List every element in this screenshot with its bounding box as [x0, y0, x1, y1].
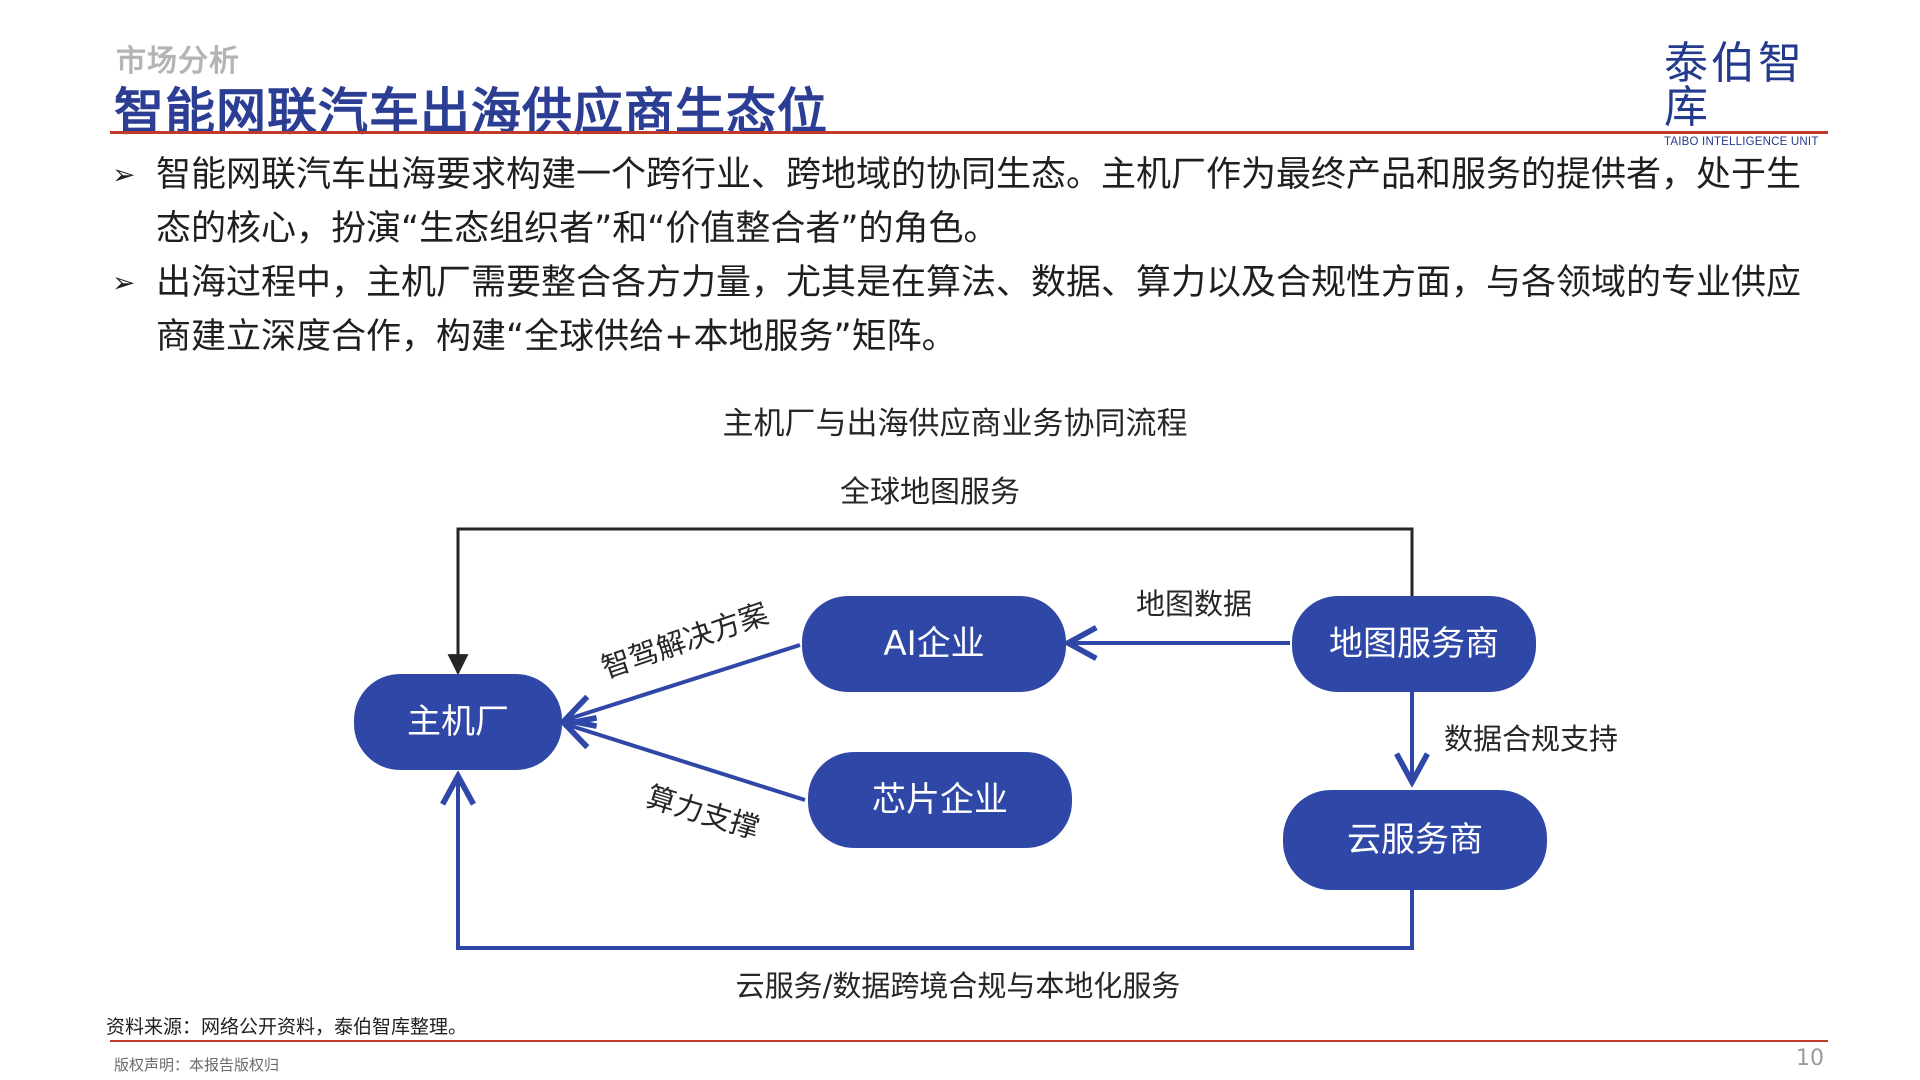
edge-label-data-compliance: 数据合规支持 — [1444, 722, 1618, 756]
edge-label-global-map: 全球地图服务 — [840, 475, 1020, 510]
bullet-item: ➢ 智能网联汽车出海要求构建一个跨行业、跨地域的协同生态。主机厂作为最终产品和服… — [110, 148, 1810, 256]
page-number: 10 — [1796, 1046, 1824, 1071]
node-cloud-provider: 云服务商 — [1283, 790, 1547, 890]
edge-ai-solution — [565, 643, 801, 720]
node-oem: 主机厂 — [354, 674, 562, 770]
node-map-provider: 地图服务商 — [1292, 596, 1536, 692]
node-label-chip: 芯片企业 — [872, 780, 1008, 820]
edge-label-ai-solution: 智驾解决方案 — [597, 596, 773, 685]
edge-compute — [565, 724, 806, 802]
node-label-map-provider: 地图服务商 — [1329, 624, 1499, 664]
node-label-cloud-provider: 云服务商 — [1347, 820, 1483, 860]
arrow-bullet-icon: ➢ — [112, 158, 136, 191]
logo: 泰伯智库 TAIBO INTELLIGENCE UNIT — [1664, 38, 1829, 149]
edge-global-map — [447, 527, 1414, 676]
node-ai: AI企业 — [802, 596, 1066, 692]
node-label-oem: 主机厂 — [407, 702, 509, 742]
header-divider — [110, 131, 1828, 134]
node-chip: 芯片企业 — [808, 752, 1072, 848]
diagram-title: 主机厂与出海供应商业务协同流程 — [722, 406, 1188, 442]
source-note: 资料来源：网络公开资料，泰伯智库整理。 — [106, 1016, 468, 1038]
edge-label-cloud-service: 云服务/数据跨境合规与本地化服务 — [736, 969, 1181, 1003]
footer-divider — [110, 1040, 1828, 1042]
bullet-item: ➢ 出海过程中，主机厂需要整合各方力量，尤其是在算法、数据、算力以及合规性方面，… — [110, 256, 1810, 364]
node-label-ai: AI企业 — [883, 624, 984, 664]
bullet-text: 智能网联汽车出海要求构建一个跨行业、跨地域的协同生态。主机厂作为最终产品和服务的… — [156, 155, 1802, 249]
bullet-text: 出海过程中，主机厂需要整合各方力量，尤其是在算法、数据、算力以及合规性方面，与各… — [156, 263, 1802, 357]
section-label: 市场分析 — [116, 44, 240, 79]
edge-cloud-service — [458, 776, 1414, 950]
bullet-list: ➢ 智能网联汽车出海要求构建一个跨行业、跨地域的协同生态。主机厂作为最终产品和服… — [110, 148, 1810, 364]
logo-name: 泰伯智库 — [1664, 38, 1805, 133]
arrow-bullet-icon: ➢ — [112, 266, 136, 299]
logo-subtitle: TAIBO INTELLIGENCE UNIT — [1664, 136, 1819, 148]
edge-label-map-data: 地图数据 — [1136, 587, 1252, 621]
copyright-note: 版权声明：本报告版权归 — [114, 1056, 280, 1074]
edge-label-compute: 算力支撑 — [642, 779, 763, 845]
